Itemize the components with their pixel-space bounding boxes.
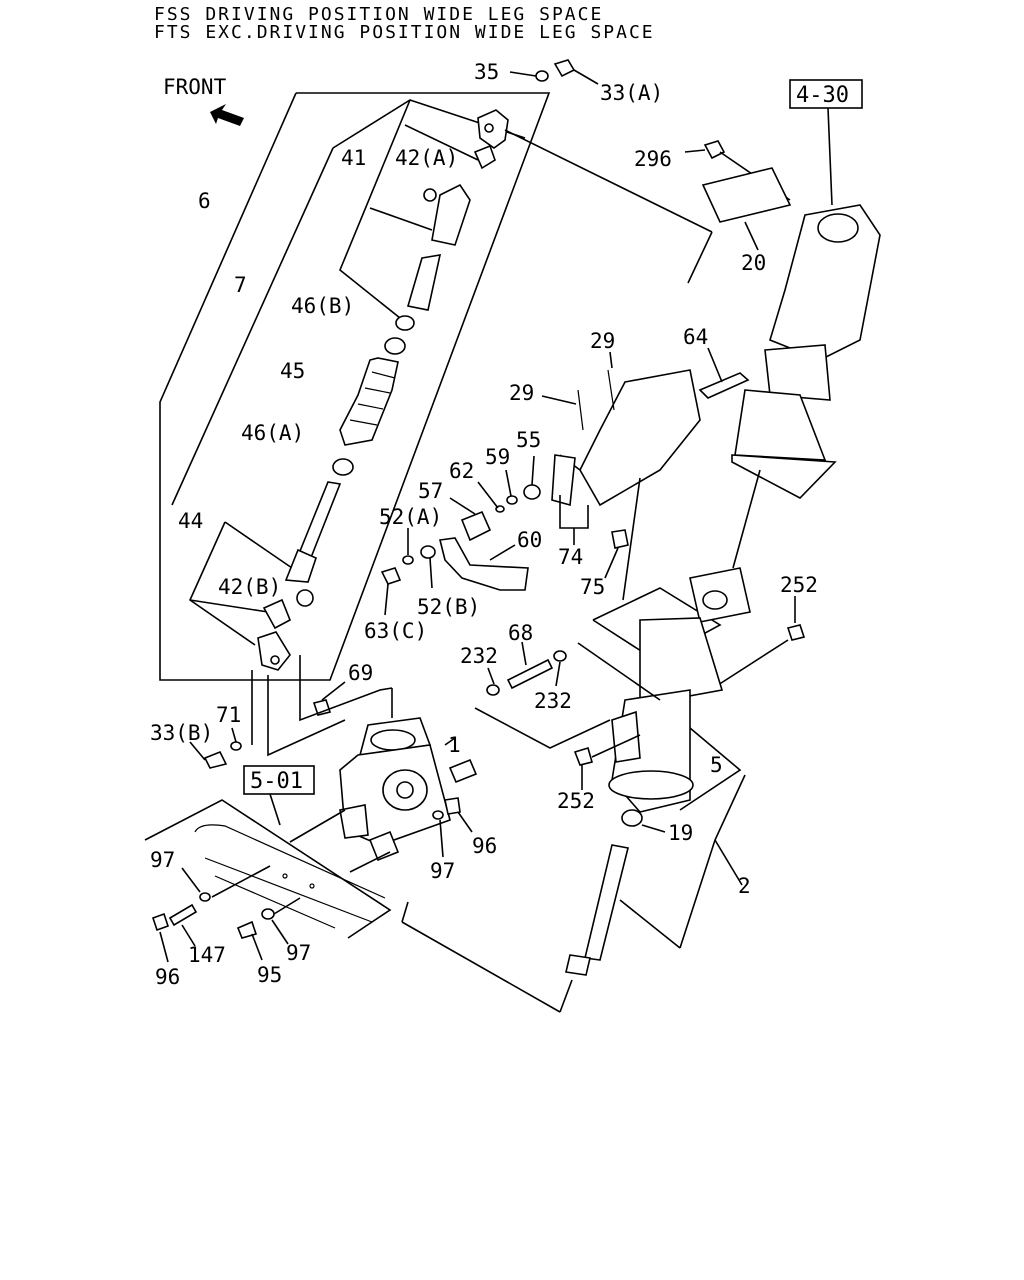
callout-252-upper: 252 xyxy=(780,573,818,597)
callout-95: 95 xyxy=(257,963,282,987)
front-label: FRONT xyxy=(163,75,227,99)
callout-7: 7 xyxy=(234,273,247,297)
callout-46b: 46(B) xyxy=(291,294,354,318)
callout-57: 57 xyxy=(418,479,443,503)
callout-55: 55 xyxy=(516,428,541,452)
callout-232-left: 232 xyxy=(460,644,498,668)
header-line-2: FTS EXC.DRIVING POSITION WIDE LEG SPACE xyxy=(154,22,655,43)
callout-52b: 52(B) xyxy=(417,595,480,619)
callout-20: 20 xyxy=(741,251,766,275)
callout-35: 35 xyxy=(474,60,499,84)
callout-97-left: 97 xyxy=(150,848,175,872)
callout-96-gearbox: 96 xyxy=(472,834,497,858)
callout-75: 75 xyxy=(580,575,605,599)
callout-68: 68 xyxy=(508,621,533,645)
callout-96-bottom: 96 xyxy=(155,965,180,989)
callout-71: 71 xyxy=(216,703,241,727)
callout-60: 60 xyxy=(517,528,542,552)
callout-97-gearbox: 97 xyxy=(430,859,455,883)
callout-97-bottom: 97 xyxy=(286,941,311,965)
ref-box-5-01 xyxy=(243,765,315,795)
callout-45: 45 xyxy=(280,359,305,383)
callout-29-upper: 29 xyxy=(590,329,615,353)
ref-box-4-30 xyxy=(789,79,863,109)
callout-29-lower: 29 xyxy=(509,381,534,405)
callout-69: 69 xyxy=(348,661,373,685)
callout-62: 62 xyxy=(449,459,474,483)
callout-44: 44 xyxy=(178,509,203,533)
callout-1: 1 xyxy=(448,733,461,757)
callout-232-right: 232 xyxy=(534,689,572,713)
callout-46a: 46(A) xyxy=(241,421,304,445)
callout-59: 59 xyxy=(485,445,510,469)
callout-296: 296 xyxy=(634,147,672,171)
callout-74: 74 xyxy=(558,545,583,569)
callout-2: 2 xyxy=(738,874,751,898)
callout-5: 5 xyxy=(710,753,723,777)
callout-41: 41 xyxy=(341,146,366,170)
callout-42a: 42(A) xyxy=(395,146,458,170)
callout-52a: 52(A) xyxy=(379,505,442,529)
callout-42b: 42(B) xyxy=(218,575,281,599)
callout-19: 19 xyxy=(668,821,693,845)
callout-63c: 63(C) xyxy=(364,619,427,643)
ref-box-4-30-label: 4-30 xyxy=(796,83,849,108)
header-line-1: FSS DRIVING POSITION WIDE LEG SPACE xyxy=(154,4,604,25)
front-arrow-icon xyxy=(210,104,244,126)
callout-33b: 33(B) xyxy=(150,721,213,745)
callout-33a: 33(A) xyxy=(600,81,663,105)
callout-6: 6 xyxy=(198,189,211,213)
callout-64: 64 xyxy=(683,325,708,349)
callout-252-lower: 252 xyxy=(557,789,595,813)
callout-147: 147 xyxy=(188,943,226,967)
ref-box-5-01-label: 5-01 xyxy=(250,769,303,794)
